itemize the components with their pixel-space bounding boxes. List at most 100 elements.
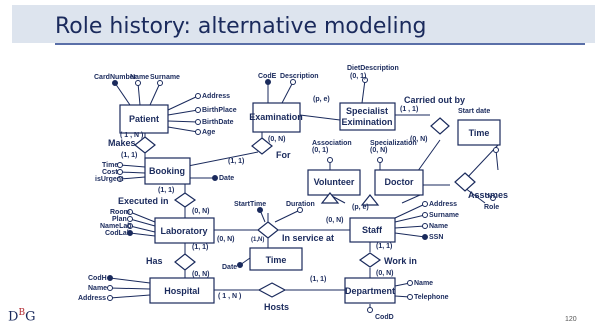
card-lab-has: (1, 1) (192, 244, 208, 251)
rel-hosts (257, 282, 287, 298)
attr-start-time: StartTime (234, 201, 266, 208)
attr-circle-hosp-address (107, 295, 113, 301)
attr-ssn: SSN (429, 234, 443, 241)
attr-circle-role (490, 195, 496, 201)
attr-cod-d: CodD (375, 314, 394, 321)
attr-description: Description (280, 73, 319, 80)
card-lab-exec: (0, N) (192, 208, 210, 215)
attr-dept-name: Name (414, 280, 433, 287)
card-diet: (0, 1) (350, 73, 366, 80)
attr-circle-birth-date (195, 119, 201, 125)
attr-circle-diet (362, 77, 368, 83)
attr-circle-start-date (493, 147, 499, 153)
entity-label-laboratory: Laboratory (160, 226, 207, 236)
attr-birth-place: BirthPlace (202, 107, 237, 114)
attr-date: Date (219, 175, 234, 182)
entity-label-patient: Patient (129, 114, 159, 124)
entity-label-volunteer: Volunteer (314, 177, 355, 187)
attr-circle-staff-address (422, 201, 428, 207)
slide-title: Role history: alternative modeling (55, 14, 427, 39)
rel-label-work-in: Work in (384, 256, 417, 266)
card-lab-service: (0, N) (217, 236, 235, 243)
attr-circle-age (195, 129, 201, 135)
attr-specialization: Specialization (370, 140, 417, 147)
entity-booking (144, 157, 191, 185)
attr-code-e: CodE (258, 73, 277, 80)
entity-label-hospital: Hospital (164, 286, 200, 296)
attr-diet-description: DietDescription (347, 65, 399, 72)
entity-label-time-mid: Time (266, 255, 287, 265)
attr-circle-start-time (257, 207, 263, 213)
attr-circle-telephone (407, 294, 413, 300)
card-patient-makes: ( 1 , N ) (120, 132, 143, 139)
attr-cod-h: CodH (88, 275, 107, 282)
attr-circle-staff-surname (422, 212, 428, 218)
card-spec-vol: (0, N) (370, 147, 388, 154)
attr-is-urgent: isUrgent (95, 176, 124, 183)
rel-in-service-at (257, 221, 279, 239)
attr-hosp-address: Address (78, 295, 106, 302)
logo-right: G (25, 309, 36, 325)
rel-label-has: Has (146, 256, 163, 266)
card-exam-for: (0, N) (268, 136, 286, 143)
rel-has (174, 253, 196, 271)
attr-circle-time-date (237, 262, 243, 268)
card-dept-hosts: (1, 1) (310, 276, 326, 283)
title-bar (12, 5, 595, 43)
attr-circle-name (135, 80, 141, 86)
card-staff-work: (1, 1) (376, 243, 392, 250)
attr-age: Age (202, 129, 215, 136)
attr-circle-card-number (112, 80, 118, 86)
card-hospital-has: (0, N) (192, 271, 210, 278)
attr-card-number: CardNumber (94, 74, 137, 81)
rel-label-makes: Makes (108, 138, 136, 148)
card-assoc: (0, 1) (312, 147, 328, 154)
card-booking-makes: (1, 1) (121, 152, 137, 159)
entity-label-staff: Staff (362, 225, 383, 235)
entity-label-department: Department (345, 286, 395, 296)
attr-circle-codlab (127, 230, 133, 236)
attr-circle-description (290, 79, 296, 85)
card-booking-exec: (1, 1) (158, 187, 174, 194)
attr-circle-staff-name (422, 223, 428, 229)
attr-duration: Duration (286, 201, 315, 208)
attr-circle-dept-name (407, 280, 413, 286)
rel-assumes (454, 172, 476, 192)
attr-circle-plan (127, 216, 133, 222)
attr-time: Time (102, 162, 118, 169)
attr-circle-address (195, 93, 201, 99)
attr-time-date: Date (222, 264, 237, 271)
card-pe-exam: (p, e) (313, 96, 330, 103)
entity-hospital (149, 277, 215, 304)
entity-time-mid (249, 247, 303, 271)
card-dept-work: (0, N) (376, 270, 394, 277)
attr-name: Name (130, 74, 149, 81)
entity-volunteer (307, 169, 361, 196)
rel-makes (134, 136, 156, 154)
attr-circle-surname (157, 80, 163, 86)
attr-cost: Cost (102, 169, 118, 176)
card-spec-carried: (1 , 1) (400, 106, 418, 113)
attr-circle-room (127, 209, 133, 215)
entity-label-specialist-1: Specialist (346, 106, 388, 116)
card-hospital-hosts: ( 1 , N ) (218, 293, 241, 300)
card-doctor-carried: (0, N) (410, 136, 428, 143)
card-in-service-mid: (1,N) (251, 237, 264, 243)
rel-for (251, 137, 273, 155)
logo-mid: B (18, 308, 26, 318)
logo-left: D (8, 309, 19, 325)
attr-hosp-name: Name (88, 285, 107, 292)
attr-circle-cost (117, 169, 123, 175)
entity-label-booking: Booking (149, 166, 185, 176)
attr-circle-codd (367, 307, 373, 313)
attr-room: Room (110, 209, 130, 216)
attr-address: Address (202, 93, 230, 100)
attr-circle-duration (297, 207, 303, 213)
attr-circle-codh (107, 275, 113, 281)
attr-telephone: Telephone (414, 294, 449, 301)
attr-association: Association (312, 140, 352, 147)
rel-work-in (358, 252, 382, 268)
rel-label-carried-out-by: Carried out by (404, 95, 465, 105)
attr-circle-birth-place (195, 107, 201, 113)
